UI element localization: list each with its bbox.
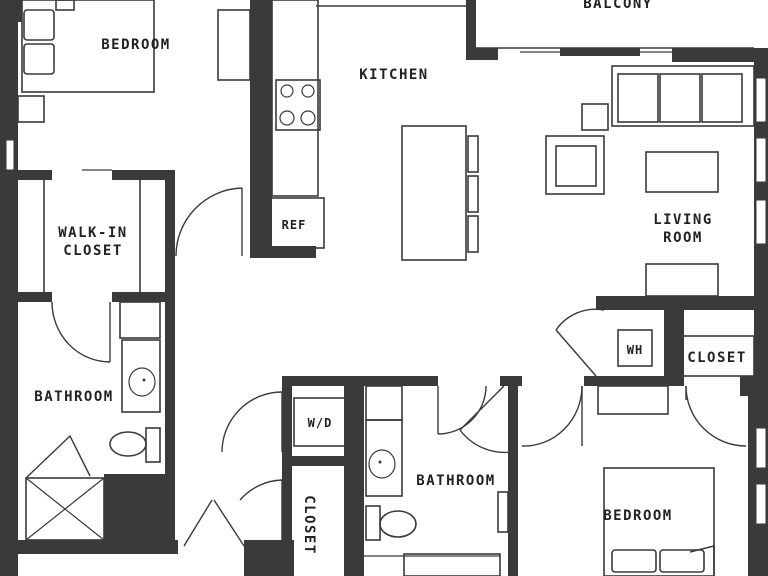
closet-right <box>597 335 755 415</box>
room-label-walkin-line2: CLOSET <box>63 243 123 259</box>
closet-shelves <box>43 169 141 292</box>
windows <box>5 77 767 525</box>
room-label-living-line2: ROOM <box>663 230 703 246</box>
bed-top-left <box>17 0 155 123</box>
sofa <box>611 65 755 127</box>
kitchen-island <box>401 125 479 261</box>
doors <box>51 187 747 547</box>
appliance-label-ref: REF <box>282 218 307 232</box>
room-label-balcony: BALCONY <box>583 0 653 12</box>
bathroom-2-fixtures <box>364 385 509 576</box>
room-label-bathroom-1: BATHROOM <box>34 389 113 405</box>
room-label-closet-2: CLOSET <box>301 495 317 555</box>
coffee-table <box>645 151 719 193</box>
room-label-living-line1: LIVING <box>653 212 713 228</box>
appliance-label-wh: WH <box>627 343 643 357</box>
balcony-door <box>476 47 754 53</box>
room-label-kitchen: KITCHEN <box>359 67 429 83</box>
room-label-bathroom-2: BATHROOM <box>416 473 495 489</box>
side-table <box>581 103 609 131</box>
washer-dryer <box>293 397 349 447</box>
bed-bottom-right <box>603 467 715 576</box>
kitchen-counter <box>217 0 466 197</box>
appliance-label-wd: W/D <box>308 416 333 430</box>
bathroom-1-fixtures <box>25 301 161 541</box>
room-label-closet-1: CLOSET <box>687 350 747 366</box>
water-heater <box>617 329 653 367</box>
refrigerator <box>263 197 325 249</box>
armchair <box>545 135 605 195</box>
media-console <box>645 263 719 297</box>
room-label-bedroom-2: BEDROOM <box>603 508 673 524</box>
room-label-bedroom-1: BEDROOM <box>101 37 171 53</box>
room-label-walkin-line1: WALK-IN <box>58 225 128 241</box>
